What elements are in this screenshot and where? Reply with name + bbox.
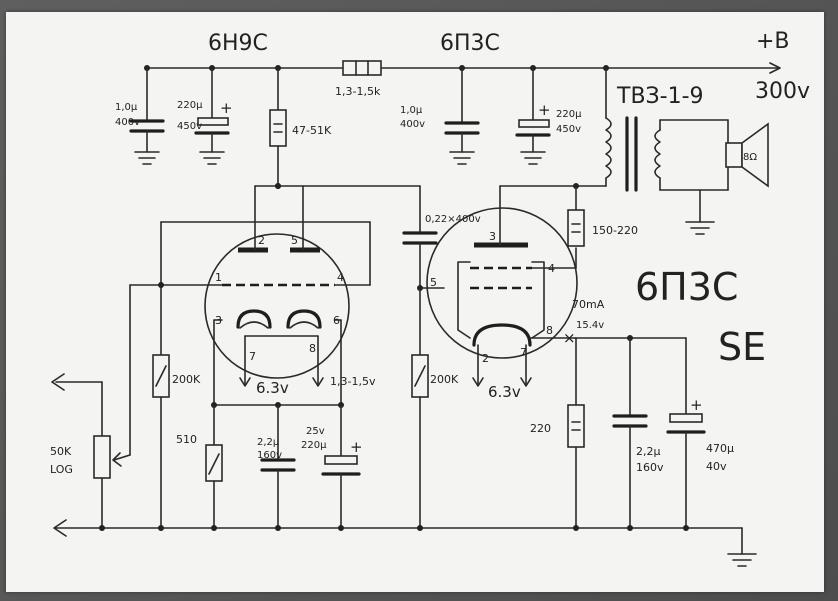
output-transformer: [575, 67, 729, 235]
speaker-ohms: 8Ω: [743, 152, 757, 163]
tube1-pin-7: 7: [249, 350, 256, 363]
filter-cap-2-plus: +: [220, 99, 233, 117]
cathode-cap-2-voltage: 25v: [306, 426, 325, 437]
filter-cap-4-voltage: 450v: [556, 124, 581, 135]
tube-2-label: 6П3С: [440, 31, 500, 56]
tube-2-envelope: [426, 183, 579, 387]
tube-1-label: 6Н9С: [208, 31, 268, 56]
tube2-pin-3: 3: [489, 230, 496, 243]
cathode-cap-4-plus: +: [690, 396, 703, 414]
coupling-cap: [275, 183, 445, 291]
screen-resistor-label: 150-220: [592, 224, 638, 237]
anode-resistor-label: 47-51K: [292, 124, 332, 137]
tube1-heater: 6.3v: [256, 379, 289, 397]
tube1-pin-1: 1: [215, 271, 222, 284]
cathode-voltage-label: 15.4v: [576, 320, 604, 331]
filter-cap-4: [515, 67, 551, 165]
tube1-pin-5: 5: [291, 234, 298, 247]
tube1-cathode-network: [205, 402, 361, 529]
current-label: 70mA: [572, 298, 605, 311]
title-tube: 6П3С: [635, 265, 738, 309]
cathode-cap-3-value: 2,2μ: [636, 445, 661, 458]
anode-resistor: [269, 67, 287, 189]
filter-cap-3: [444, 67, 480, 165]
tube1-pin-6: 6: [333, 314, 340, 327]
grid-resistor-2: [411, 287, 429, 529]
cathode-cap-1-value: 2,2μ: [257, 437, 280, 448]
speaker-icon: [725, 122, 769, 188]
cathode-cap-3-voltage: 160v: [636, 461, 664, 474]
cathode-cap-4-voltage: 40v: [706, 460, 727, 473]
volume-pot-taper: LOG: [50, 463, 73, 476]
cathode-resistor-1-label: 510: [176, 433, 197, 446]
filter-cap-3-value: 1,0μ: [400, 105, 423, 116]
filter-cap-2: [194, 67, 230, 165]
tube2-heater: 6.3v: [488, 383, 521, 401]
cathode-cap-1-voltage: 160v: [257, 450, 282, 461]
filter-cap-2-voltage: 450v: [177, 121, 202, 132]
cathode-resistor-2-label: 220: [530, 422, 551, 435]
volume-pot-value: 50K: [50, 445, 72, 458]
paper-sheet: [6, 12, 824, 592]
filter-cap-2-value: 220μ: [177, 100, 203, 111]
screen-resistor: [567, 185, 585, 247]
filter-cap-4-value: 220μ: [556, 109, 582, 120]
cathode-cap-4-value: 470μ: [706, 442, 734, 455]
grid-resistor-2-label: 200K: [430, 373, 459, 386]
tube1-pin-4: 4: [337, 271, 344, 284]
tube2-pin-8: 8: [546, 324, 553, 337]
tube2-pin-5: 5: [430, 276, 437, 289]
tube-1-envelope: [129, 185, 421, 406]
title-se: SE: [718, 325, 766, 369]
supply-voltage-label: 300v: [755, 79, 810, 104]
volume-pot: [51, 284, 131, 529]
series-resistor-label: 1,3-1,5k: [335, 85, 381, 98]
tube1-pin-8: 8: [309, 342, 316, 355]
tube1-pin-2: 2: [258, 234, 265, 247]
series-resistor: [342, 60, 382, 76]
filter-cap-1: [129, 67, 165, 165]
supply-plus-label: +B: [756, 29, 790, 54]
cathode-cross-mark: ×: [563, 329, 576, 347]
grid-resistor-1-label: 200K: [172, 373, 201, 386]
tube2-cathode-network: [567, 335, 706, 529]
cathode-cap-2-value: 220μ: [301, 440, 327, 451]
tube1-pin-3: 3: [215, 314, 222, 327]
coupling-cap-label: 0,22×400v: [425, 214, 481, 225]
filter-cap-1-voltage: 400v: [115, 117, 140, 128]
filter-cap-3-voltage: 400v: [400, 119, 425, 130]
tube2-pin-7: 7: [520, 346, 527, 359]
transformer-label: ТВЗ-1-9: [616, 84, 704, 109]
heater-drop-label: 1,3-1,5v: [330, 375, 376, 388]
ground-bus: [53, 519, 757, 567]
filter-cap-1-value: 1,0μ: [115, 102, 138, 113]
grid-resistor-1: [152, 354, 170, 529]
cathode-cap-2-plus: +: [350, 438, 363, 456]
tube2-pin-2: 2: [482, 352, 489, 365]
filter-cap-4-plus: +: [538, 101, 551, 119]
tube2-pin-4: 4: [548, 262, 555, 275]
